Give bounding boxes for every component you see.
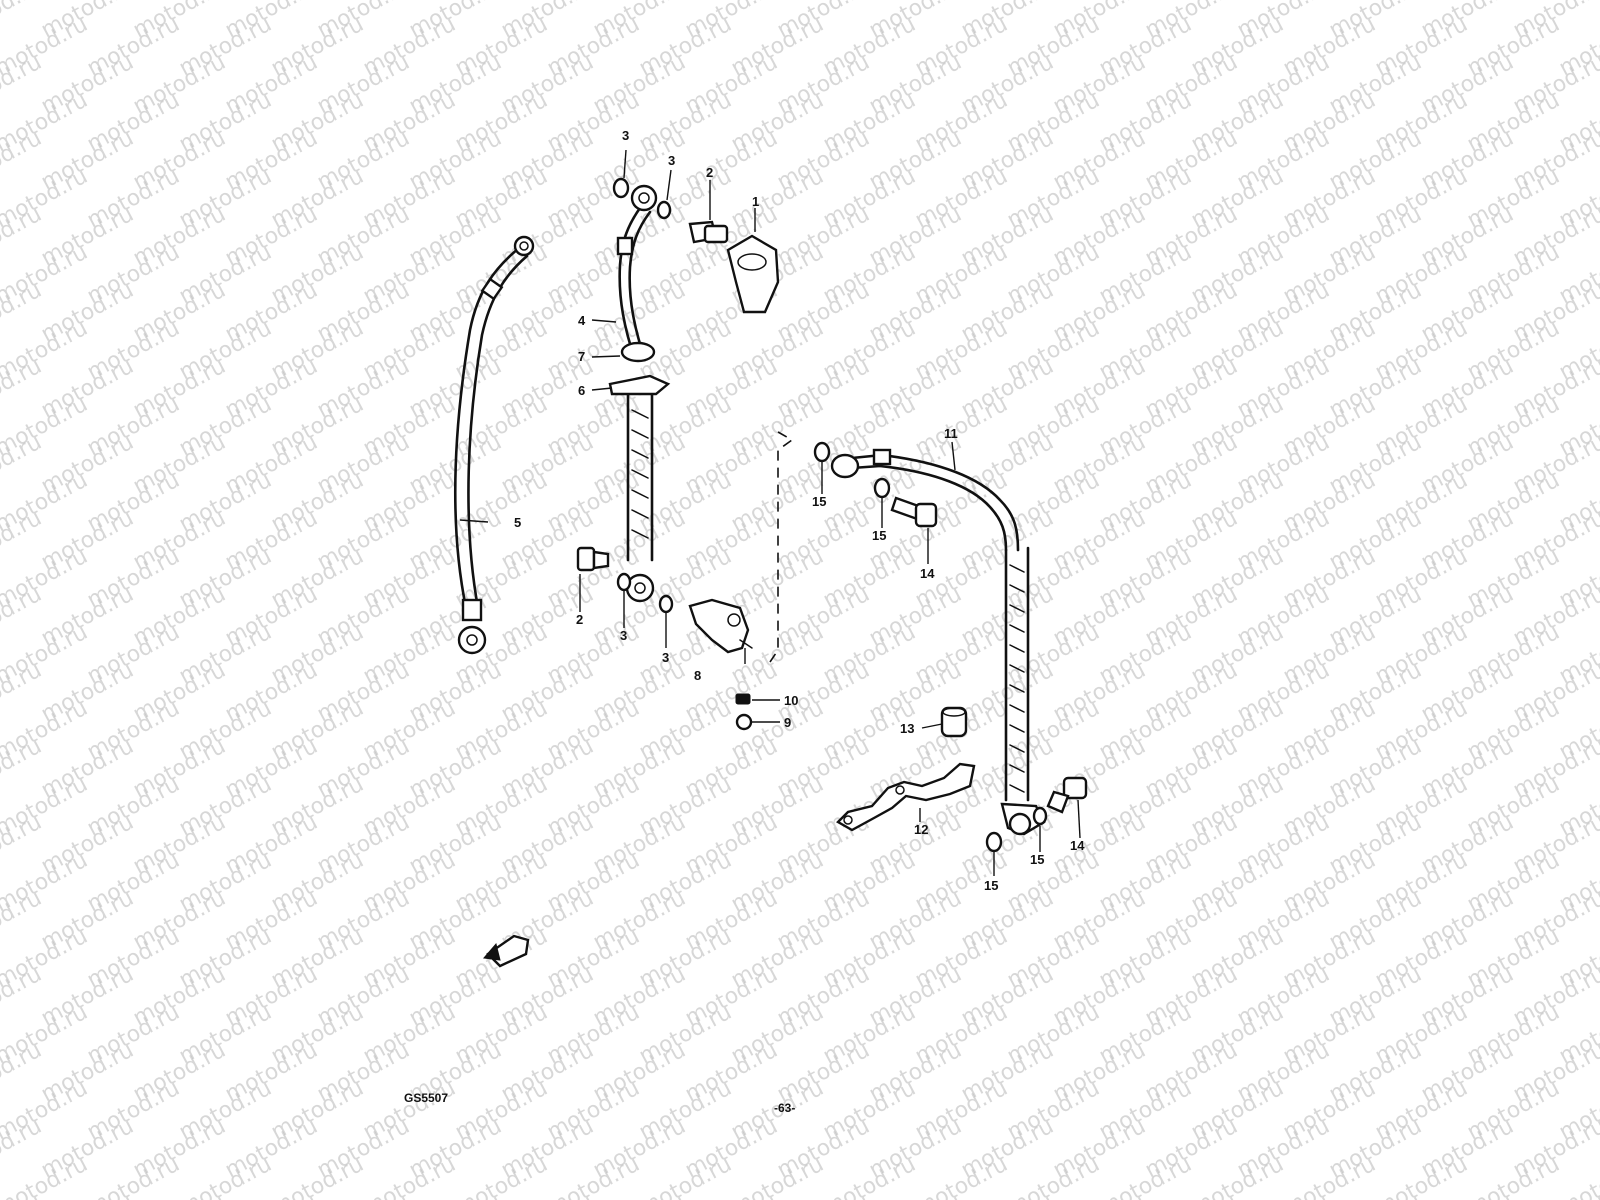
- drawing-code: GS5507: [404, 1091, 448, 1105]
- banjo-bolt-2-bottom: [576, 546, 610, 572]
- callout-12: 12: [914, 822, 928, 837]
- washer-3-b: [656, 200, 672, 220]
- part-1-cap: [726, 234, 780, 314]
- banjo-bolt-2-top: [688, 220, 729, 244]
- callout-15: 15: [984, 878, 998, 893]
- callout-11: 11: [944, 426, 958, 441]
- callout-15: 15: [812, 494, 826, 509]
- callout-2: 2: [576, 612, 583, 627]
- callout-14: 14: [1070, 838, 1085, 853]
- part-9-nut: [735, 713, 753, 731]
- washer-15-c: [1032, 806, 1048, 826]
- part-13-grommet: [940, 706, 968, 738]
- banjo-bolt-14-top: [890, 496, 938, 528]
- banjo-bolt-14-bottom: [1046, 776, 1088, 814]
- washer-15-b: [873, 477, 891, 499]
- callout-3: 3: [622, 128, 629, 143]
- callout-15: 15: [872, 528, 886, 543]
- brake-hose-4: [608, 184, 671, 603]
- callout-1: 1: [752, 194, 759, 209]
- callout-4: 4: [578, 313, 586, 328]
- washer-3-c: [616, 572, 632, 592]
- callout-9: 9: [784, 715, 791, 730]
- callout-3: 3: [662, 650, 669, 665]
- callout-3: 3: [620, 628, 627, 643]
- page-number: -63-: [774, 1101, 795, 1115]
- washer-15-d: [985, 831, 1003, 853]
- washer-3-d: [658, 594, 674, 614]
- part-10-nut: [735, 693, 751, 705]
- callout-14: 14: [920, 566, 935, 581]
- callout-3: 3: [668, 153, 675, 168]
- callout-13: 13: [900, 721, 914, 736]
- callout-2: 2: [706, 165, 713, 180]
- callout-6: 6: [578, 383, 585, 398]
- leader-lines: [459, 149, 1081, 876]
- brake-hose-5: [453, 235, 535, 655]
- callout-5: 5: [514, 515, 521, 530]
- part-8-joint: [688, 598, 753, 654]
- part-12-bracket: [836, 762, 976, 832]
- callout-15: 15: [1030, 852, 1044, 867]
- callout-8: 8: [694, 668, 701, 683]
- callout-7: 7: [578, 349, 585, 364]
- connection-line: [769, 431, 794, 663]
- callouts: 1 2 2 3 3 3 3 4 5 6 7 8 9 10 11 12 13 14…: [514, 128, 1085, 893]
- watermark-text: motod.ru: [0, 1190, 46, 1200]
- washer-15-a: [813, 441, 831, 463]
- callout-10: 10: [784, 693, 798, 708]
- direction-arrow-icon: [483, 934, 530, 968]
- brake-hose-11: [830, 448, 1046, 836]
- washer-3-a: [612, 177, 630, 199]
